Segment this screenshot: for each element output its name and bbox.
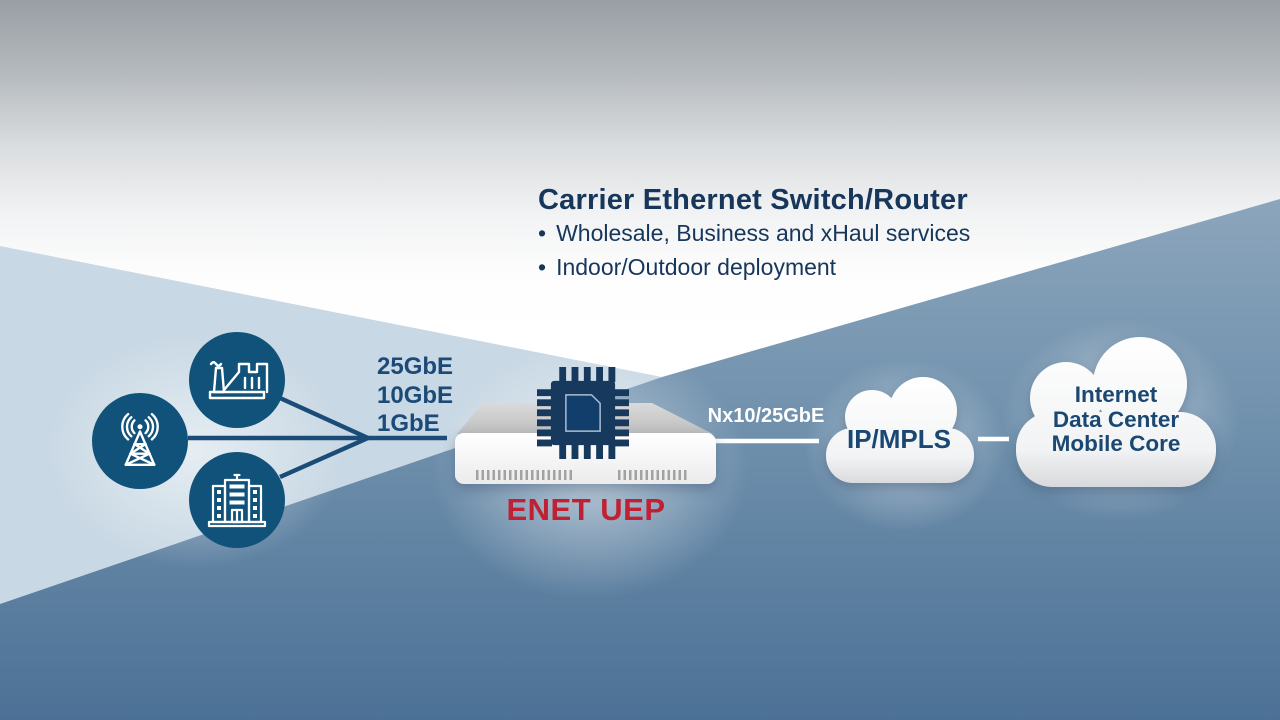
speed-label: 25GbE xyxy=(377,353,454,380)
ipmpls-cloud-label: IP/MPLS xyxy=(846,424,951,454)
cell-tower-node xyxy=(92,393,188,489)
core-cloud-line: Mobile Core xyxy=(1051,431,1181,456)
factory-node xyxy=(189,332,285,428)
feature-text: Indoor/Outdoor deployment xyxy=(556,254,837,280)
core-cloud-label: Internet Data Center Mobile Core xyxy=(1016,382,1216,457)
switch-vents xyxy=(618,470,689,480)
cell-tower-icon xyxy=(121,412,159,466)
office-building-icon xyxy=(207,473,267,528)
access-links xyxy=(188,395,447,480)
core-cloud-line: Internet xyxy=(1074,382,1158,407)
cloud-icon xyxy=(826,377,974,483)
access-speed-labels: 25GbE 10GbE 1GbE xyxy=(377,353,453,439)
speed-label: 10GbE xyxy=(377,381,454,409)
link-building xyxy=(279,435,369,480)
bullet-marker: • xyxy=(538,220,547,246)
speed-label: 1GbE xyxy=(377,410,440,437)
factory-icon xyxy=(208,361,269,400)
uplink-speed-label: Nx10/25GbE xyxy=(707,405,825,427)
feature-text: Wholesale, Business and xHaul services xyxy=(556,220,971,246)
link-factory xyxy=(279,395,369,441)
switch-vents xyxy=(476,470,573,480)
feature-bullet: • Indoor/Outdoor deployment xyxy=(538,254,836,281)
processor-chip-icon xyxy=(537,367,629,459)
device-name: ENET UEP xyxy=(506,492,666,527)
page-title: Carrier Ethernet Switch/Router xyxy=(538,184,968,216)
uplink-links xyxy=(713,436,1009,444)
office-building-node xyxy=(189,452,285,548)
feature-bullet: • Wholesale, Business and xHaul services xyxy=(538,220,970,247)
core-cloud-line: Data Center xyxy=(1052,406,1180,432)
bullet-marker: • xyxy=(538,254,547,280)
cloud-icon xyxy=(1016,337,1216,487)
